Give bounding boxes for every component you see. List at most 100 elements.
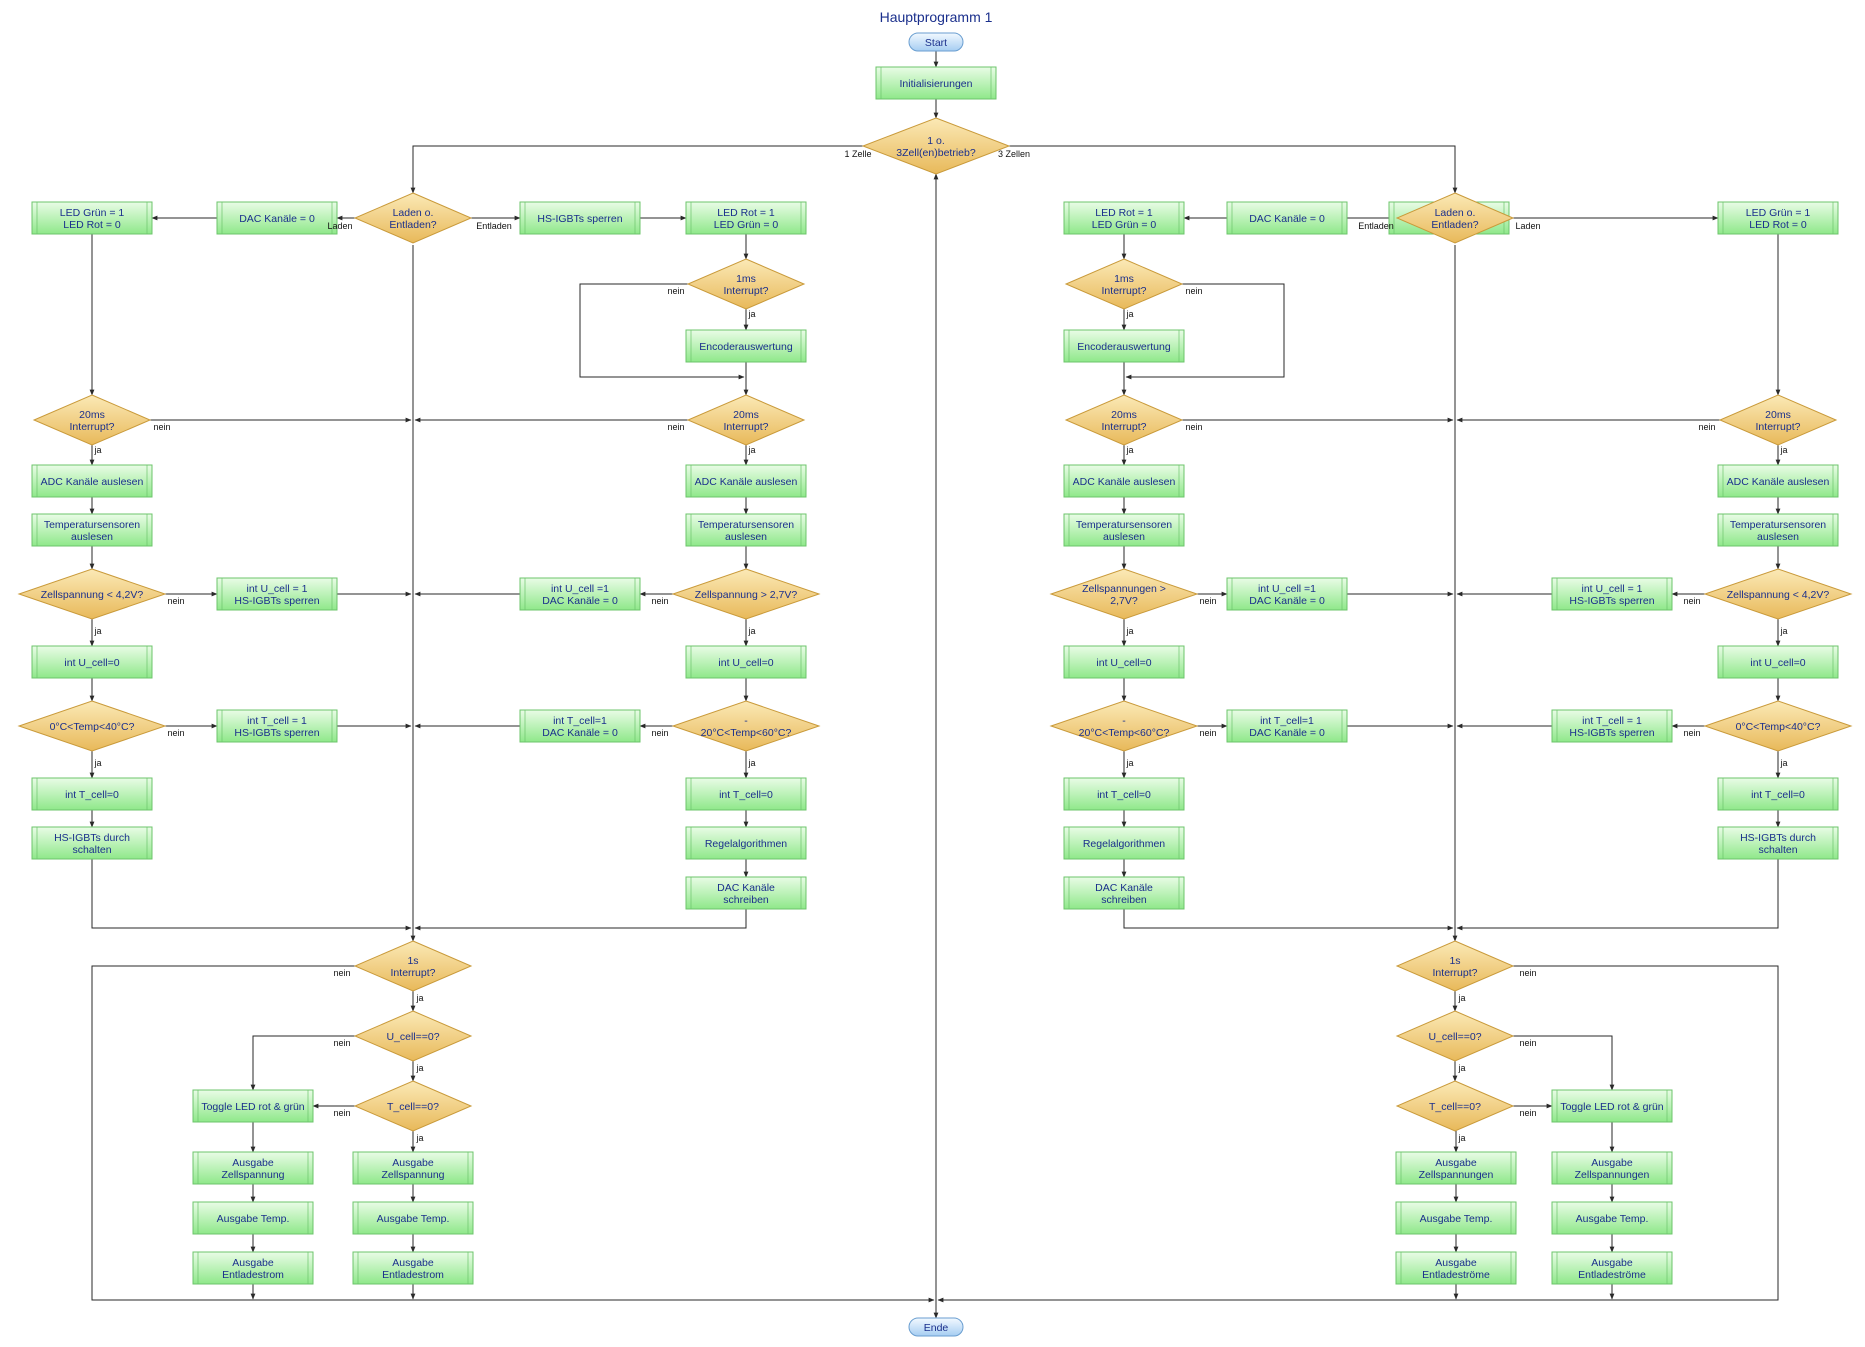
- node-label: Entladeströme: [1422, 1269, 1490, 1281]
- decision-diamond: [353, 192, 473, 244]
- process-rc-tc1: int T_cell = 1HS-IGBTs sperren: [1551, 709, 1673, 743]
- edge-label-nein: nein: [167, 728, 184, 738]
- node-label: int U_cell=0: [718, 657, 773, 669]
- node-label: Zellspannung: [221, 1169, 284, 1181]
- decision-le-tmp: -20°C<Temp<60°C?: [671, 700, 821, 752]
- node-label: 1s: [407, 955, 418, 967]
- edge-label-nein: nein: [333, 968, 350, 978]
- terminal-pill: [908, 1317, 964, 1337]
- node-label: DAC Kanäle: [1095, 882, 1153, 894]
- process-box: [1551, 1201, 1673, 1235]
- node-label: Toggle LED rot & grün: [201, 1101, 304, 1113]
- process-box: [1226, 201, 1348, 235]
- node-label: int U_cell =1: [551, 583, 609, 595]
- node-label: Entladeströme: [1578, 1269, 1646, 1281]
- decision-r-laden: Laden o.Entladen?: [1395, 192, 1515, 244]
- edge-label-ja: ja: [1125, 309, 1133, 319]
- node-label: Regelalgorithmen: [705, 838, 787, 850]
- edge-label-nein: nein: [667, 286, 684, 296]
- process-box: [31, 464, 153, 498]
- node-label: int T_cell=1: [553, 715, 607, 727]
- edge-label-laden: Laden: [327, 221, 352, 231]
- connector: [1513, 1035, 1615, 1091]
- decision-diamond: [1064, 258, 1184, 310]
- node-label: Zellspannung < 4,2V?: [1727, 589, 1830, 601]
- edge-label-entladen: Entladen: [1358, 221, 1394, 231]
- node-label: DAC Kanäle = 0: [1249, 213, 1325, 225]
- node-label: DAC Kanäle = 0: [542, 727, 618, 739]
- node-label: T_cell==0?: [1429, 1101, 1481, 1113]
- node-label: int T_cell=1: [1260, 715, 1314, 727]
- node-label: DAC Kanäle: [717, 882, 775, 894]
- process-re-enc: Encoderauswertung: [1063, 329, 1185, 363]
- process-box: [192, 1251, 314, 1285]
- node-label: Interrupt?: [1756, 421, 1801, 433]
- process-box: [1226, 709, 1348, 743]
- process-box: [685, 826, 807, 860]
- edge-label-ja: ja: [1457, 1133, 1465, 1143]
- process-box: [685, 329, 807, 363]
- node-label: 20ms: [1765, 409, 1791, 421]
- process-lc-uc1: int U_cell = 1HS-IGBTs sperren: [216, 577, 338, 611]
- decision-diamond: [861, 117, 1011, 175]
- edge-label-nein: nein: [333, 1038, 350, 1048]
- node-label: 1 o.: [927, 135, 945, 147]
- process-le-reg: Regelalgorithmen: [685, 826, 807, 860]
- node-label: Zellspannungen >: [1082, 583, 1166, 595]
- process-box: [1063, 513, 1185, 547]
- node-label: HS-IGBTs durch: [54, 832, 130, 844]
- process-box: [1551, 1151, 1673, 1185]
- node-label: int T_cell=0: [65, 789, 119, 801]
- page-title: Hauptprogramm 1: [880, 9, 993, 25]
- node-label: Interrupt?: [1433, 967, 1478, 979]
- decision-r-uc: U_cell==0?: [1395, 1010, 1515, 1062]
- edge-label-ja: ja: [93, 626, 101, 636]
- edge-label-ja: ja: [415, 1063, 423, 1073]
- node-label: ADC Kanäle auslesen: [41, 476, 144, 488]
- process-re-adc: ADC Kanäle auslesen: [1063, 464, 1185, 498]
- connector: [1123, 909, 1454, 931]
- process-box: [1551, 577, 1673, 611]
- node-label: 20ms: [1111, 409, 1137, 421]
- edge-label-1-zelle: 1 Zelle: [844, 149, 871, 159]
- node-label: int U_cell=0: [1096, 657, 1151, 669]
- node-label: Ausgabe: [392, 1157, 434, 1169]
- edge-label-nein: nein: [153, 422, 170, 432]
- decision-diamond: [353, 1080, 473, 1132]
- node-label: int T_cell=0: [719, 789, 773, 801]
- edge-label-ja: ja: [747, 309, 755, 319]
- connector: [414, 909, 747, 931]
- process-r-dac0: DAC Kanäle = 0: [1226, 201, 1348, 235]
- node-label: 0°C<Temp<40°C?: [50, 721, 135, 733]
- decision-l-tc: T_cell==0?: [353, 1080, 473, 1132]
- decision-diamond: [671, 568, 821, 620]
- decision-diamond: [671, 700, 821, 752]
- node-label: LED Rot = 1: [717, 207, 775, 219]
- edge-label-ja: ja: [1779, 445, 1787, 455]
- terminal-pill: [908, 32, 964, 52]
- edge-label-nein: nein: [1698, 422, 1715, 432]
- edge-label-nein: nein: [1683, 596, 1700, 606]
- edge-label-ja: ja: [1125, 758, 1133, 768]
- node-label: -: [744, 715, 748, 727]
- connector: [1456, 859, 1779, 931]
- node-label: Zellspannungen: [1419, 1169, 1494, 1181]
- process-box: [31, 201, 153, 235]
- process-box: [1717, 513, 1839, 547]
- process-box: [519, 577, 641, 611]
- process-lc-tc1: int T_cell = 1HS-IGBTs sperren: [216, 709, 338, 743]
- node-label: ADC Kanäle auslesen: [1727, 476, 1830, 488]
- process-box: [1717, 464, 1839, 498]
- edge-label-nein: nein: [1519, 1038, 1536, 1048]
- decision-diamond: [1395, 1010, 1515, 1062]
- node-label: HS-IGBTs durch: [1740, 832, 1816, 844]
- node-label: Regelalgorithmen: [1083, 838, 1165, 850]
